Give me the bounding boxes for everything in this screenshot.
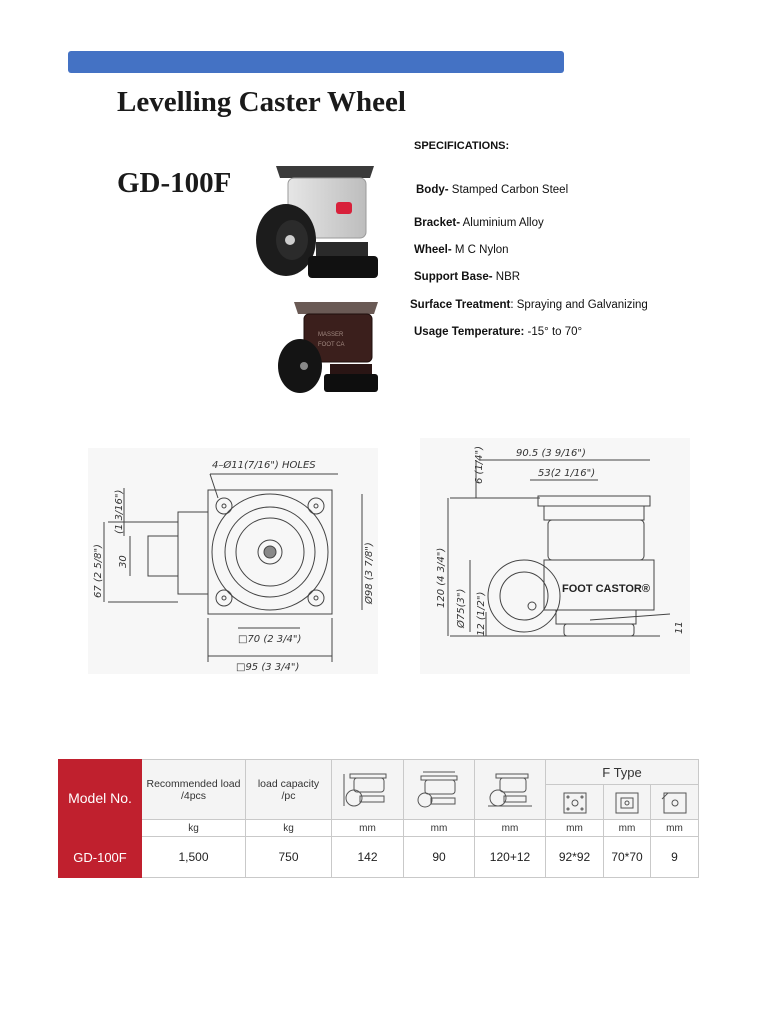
dim-75-label: Ø75(3") bbox=[455, 589, 467, 629]
spec-usage-temperature: Usage Temperature: -15° to 70° bbox=[414, 326, 583, 338]
value-cell: 70*70 bbox=[603, 836, 651, 878]
spec-body: Body- Stamped Carbon Steel bbox=[416, 184, 569, 196]
dim-90-label: 90.5 (3 9/16") bbox=[516, 448, 586, 459]
spec-wheel: Wheel- M C Nylon bbox=[414, 244, 509, 256]
dim-30-label: 30 bbox=[118, 555, 129, 568]
model-number: GD-100F bbox=[117, 167, 232, 199]
load-capacity-header: load capacity /pc bbox=[245, 759, 332, 820]
value-cell: 90 bbox=[403, 836, 475, 878]
bolt-hole-header bbox=[603, 784, 651, 820]
width-dim-header bbox=[403, 759, 475, 820]
dim-120-label: 120 (4 3/4") bbox=[436, 548, 447, 608]
dim-12-label: 12 (1/2") bbox=[476, 592, 487, 636]
caster-offset-icon bbox=[488, 773, 532, 806]
height-dim-header bbox=[331, 759, 404, 820]
unit-cell: mm bbox=[474, 819, 546, 837]
value-cell: 142 bbox=[331, 836, 404, 878]
f-type-header: F Type bbox=[544, 759, 700, 785]
dim-70-label: □70 (2 3/4") bbox=[238, 634, 301, 645]
unit-cell: kg bbox=[245, 819, 332, 837]
dim-98-label: Ø98 (3 7/8") bbox=[363, 542, 375, 605]
recommended-load-header: Recommended load /4pcs bbox=[141, 759, 246, 820]
value-cell: 750 bbox=[245, 836, 332, 878]
model-column-header: Model No. bbox=[58, 759, 142, 837]
unit-cell: mm bbox=[545, 819, 604, 837]
holes-label: 4–Ø11(7/16") HOLES bbox=[212, 459, 316, 471]
specifications-heading: SPECIFICATIONS: bbox=[414, 140, 510, 152]
brand-label: FOOT CASTOR® bbox=[562, 583, 650, 595]
spec-surface-treatment: Surface Treatment: Spraying and Galvaniz… bbox=[410, 299, 648, 311]
top-view-drawing: 4–Ø11(7/16") HOLES 67 (2 5/8") 30 (1 3/1… bbox=[88, 448, 378, 674]
hole-diameter-header bbox=[649, 784, 700, 820]
dim-6-label: 6 (1/4") bbox=[474, 446, 485, 484]
dim-11-label: 11 bbox=[674, 621, 685, 634]
caster-photo-brown: MASSER FOOT CA bbox=[278, 302, 378, 393]
svg-text:MASSER: MASSER bbox=[318, 332, 344, 338]
plate-size-header bbox=[545, 784, 604, 820]
value-cell: 92*92 bbox=[545, 836, 604, 878]
dim-13-16-label: (1 3/16") bbox=[114, 490, 125, 534]
dim-53-label: 53(2 1/16") bbox=[538, 468, 595, 479]
spec-table: Model No. Recommended load /4pcs load ca… bbox=[58, 759, 700, 878]
unit-cell: kg bbox=[141, 819, 246, 837]
svg-text:FOOT CA: FOOT CA bbox=[318, 342, 345, 348]
row-model-cell: GD-100F bbox=[58, 836, 142, 878]
hole-diameter-icon bbox=[661, 792, 686, 814]
unit-cell: mm bbox=[649, 819, 700, 837]
dim-95-label: □95 (3 3/4") bbox=[236, 662, 299, 673]
plate-size-icon bbox=[563, 792, 586, 814]
value-cell: 1,500 bbox=[141, 836, 246, 878]
dim-67-label: 67 (2 5/8") bbox=[93, 544, 104, 598]
spec-bracket: Bracket- Aluminium Alloy bbox=[414, 217, 544, 229]
value-cell: 9 bbox=[649, 836, 700, 878]
side-view-drawing: 90.5 (3 9/16") 53(2 1/16") 6 (1/4") 120 … bbox=[420, 438, 690, 674]
unit-cell: mm bbox=[403, 819, 475, 837]
spec-support-base: Support Base- NBR bbox=[414, 271, 521, 283]
caster-height-icon bbox=[343, 773, 386, 806]
bolt-hole-icon bbox=[615, 792, 639, 814]
offset-dim-header bbox=[474, 759, 546, 820]
unit-cell: mm bbox=[331, 819, 404, 837]
value-cell: 120+12 bbox=[474, 836, 546, 878]
page-title: Levelling Caster Wheel bbox=[117, 86, 406, 118]
caster-photo-grey bbox=[256, 166, 378, 278]
top-accent-bar bbox=[68, 51, 564, 73]
caster-width-icon bbox=[417, 771, 458, 807]
unit-cell: mm bbox=[603, 819, 651, 837]
